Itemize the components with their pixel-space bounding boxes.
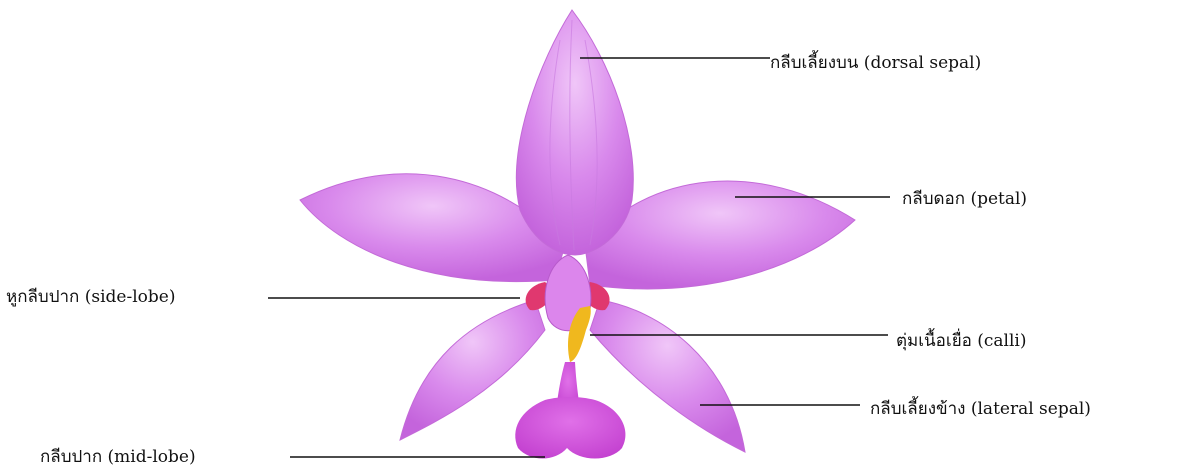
mid-lobe: [515, 397, 625, 459]
label-lateral-sepal: กลีบเลี้ยงข้าง (lateral sepal): [870, 398, 1091, 420]
label-mid-lobe: กลีบปาก (mid-lobe): [40, 446, 196, 468]
dorsal-sepal: [516, 10, 633, 255]
label-dorsal-sepal: กลีบเลี้ยงบน (dorsal sepal): [770, 52, 981, 74]
label-calli: ตุ่มเนื้อเยื่อ (calli): [896, 330, 1027, 352]
label-side-lobe: หูกลีบปาก (side-lobe): [6, 286, 175, 308]
label-petal: กลีบดอก (petal): [902, 188, 1027, 210]
